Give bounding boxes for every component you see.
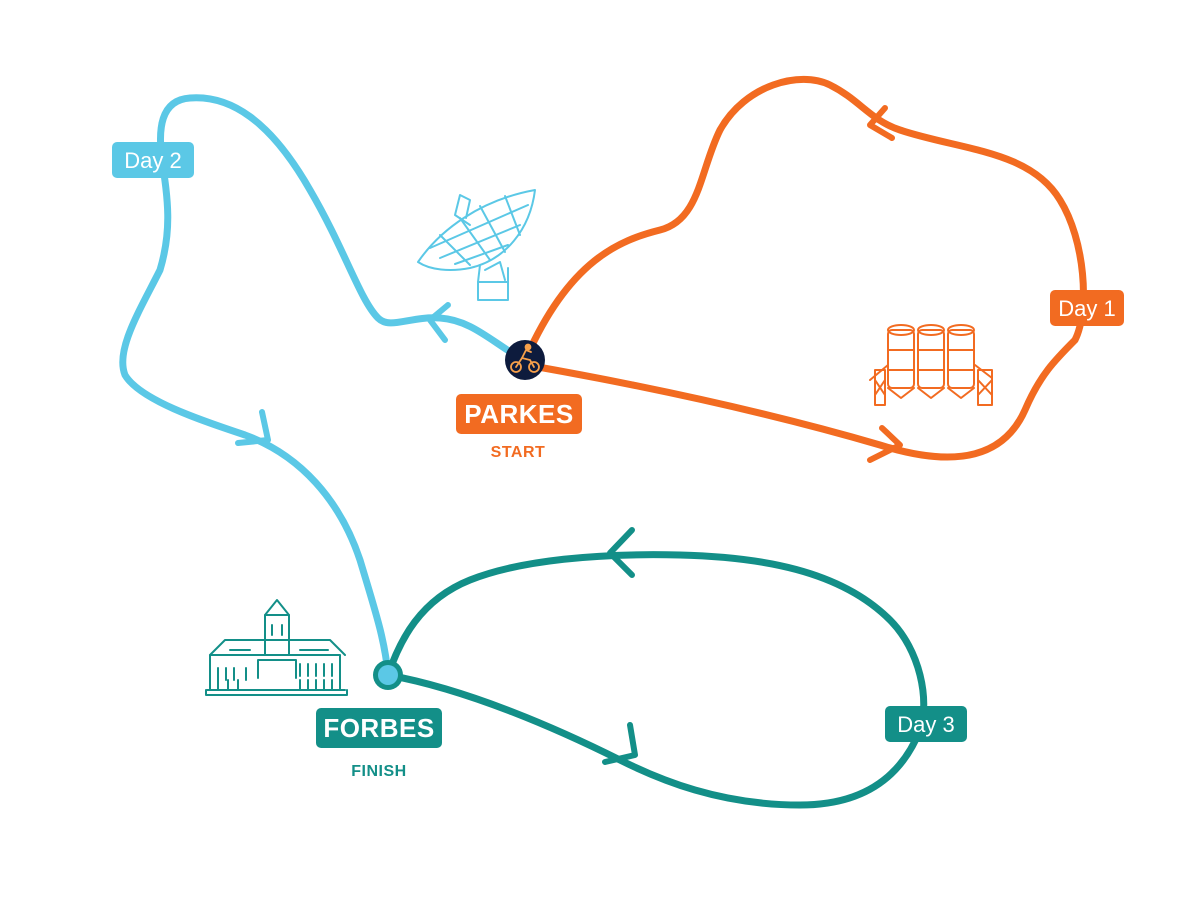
- day1-label: Day 1: [1050, 290, 1124, 326]
- day1-arrow-top: [867, 105, 895, 141]
- day3-label: Day 3: [885, 706, 967, 742]
- start-marker: [505, 340, 545, 380]
- town-hall-icon: [205, 599, 348, 696]
- day3-arrow-bottom: [602, 722, 638, 765]
- radio-telescope-icon: [417, 189, 536, 301]
- silos-icon: [869, 324, 993, 406]
- finish-town-label: FORBES FINISH: [316, 708, 442, 780]
- day2-arrow-top: [427, 302, 451, 343]
- finish-marker: [373, 660, 403, 690]
- svg-text:START: START: [491, 444, 546, 461]
- svg-text:PARKES: PARKES: [464, 399, 573, 429]
- cyclist-icon: [510, 343, 540, 373]
- day1-route: [523, 75, 1087, 463]
- svg-text:FORBES: FORBES: [323, 713, 434, 743]
- svg-text:Day 2: Day 2: [124, 148, 181, 173]
- day1-arrow-bottom: [867, 425, 903, 463]
- day2-arrow-bottom: [235, 409, 271, 446]
- svg-text:Day 3: Day 3: [897, 712, 954, 737]
- start-town-label: PARKES START: [456, 394, 582, 461]
- day3-arrow-top: [607, 527, 635, 578]
- svg-text:Day 1: Day 1: [1058, 296, 1115, 321]
- day3-route: [384, 527, 928, 809]
- day2-label: Day 2: [112, 142, 194, 178]
- svg-text:FINISH: FINISH: [351, 763, 406, 780]
